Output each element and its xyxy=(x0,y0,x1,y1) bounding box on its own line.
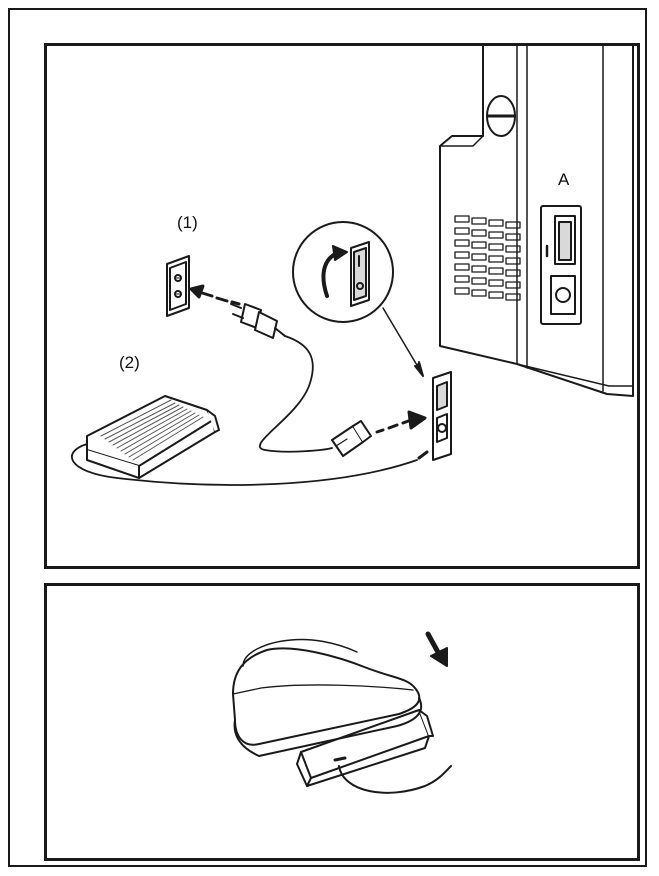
wall-outlet-icon xyxy=(166,255,190,317)
pedal-press-illustration xyxy=(232,631,452,794)
power-switch-label: A xyxy=(558,170,570,189)
arrow-icon xyxy=(375,410,427,434)
power-plug-icon xyxy=(230,303,286,339)
sewing-machine-side-icon xyxy=(439,46,634,397)
arrow-icon xyxy=(425,631,448,667)
arrow-icon xyxy=(189,284,241,306)
page-frame: (1) (2) A xyxy=(8,8,647,867)
connection-panel: (1) (2) A xyxy=(44,43,640,569)
operation-panel xyxy=(44,583,640,861)
outlet-label: (1) xyxy=(177,213,198,232)
connection-illustration xyxy=(71,46,634,486)
machine-connector-icon xyxy=(331,420,372,457)
foot-controller-icon xyxy=(86,395,220,479)
foot-controller-label: (2) xyxy=(119,353,140,372)
power-switch-icon xyxy=(432,371,452,461)
switch-callout xyxy=(292,221,424,377)
shoe-icon xyxy=(232,638,423,757)
